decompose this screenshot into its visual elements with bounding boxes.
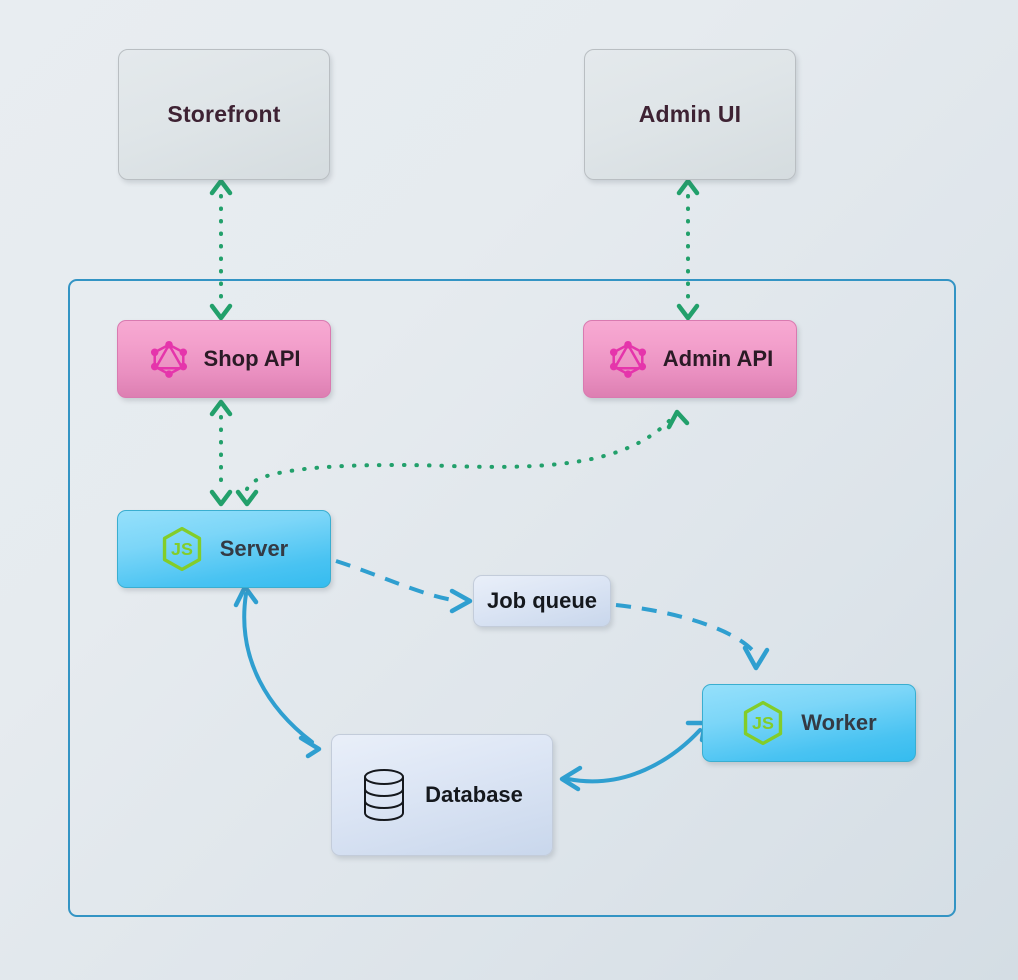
node-server-label: Server xyxy=(219,536,289,561)
node-server[interactable]: JS Server xyxy=(117,510,331,588)
node-worker-label: Worker xyxy=(801,710,877,735)
svg-text:JS: JS xyxy=(752,713,774,733)
node-admin-ui-label: Admin UI xyxy=(638,101,742,127)
node-database[interactable]: Database xyxy=(331,734,553,856)
node-worker[interactable]: JS Worker xyxy=(702,684,916,762)
database-cylinder-icon xyxy=(361,767,407,823)
node-job-queue-label: Job queue xyxy=(487,588,598,613)
arrowhead-up xyxy=(209,178,233,196)
node-job-queue[interactable]: Job queue xyxy=(473,575,611,627)
node-admin-ui[interactable]: Admin UI xyxy=(584,49,796,180)
node-storefront-label: Storefront xyxy=(167,101,281,127)
node-shop-api-label: Shop API xyxy=(203,346,301,371)
graphql-icon xyxy=(148,338,190,380)
node-admin-api-label: Admin API xyxy=(662,346,774,371)
nodejs-icon: JS xyxy=(160,526,204,572)
arrowhead-up xyxy=(676,178,700,196)
node-storefront[interactable]: Storefront xyxy=(118,49,330,180)
nodejs-icon: JS xyxy=(741,700,785,746)
node-shop-api[interactable]: Shop API xyxy=(117,320,331,398)
graphql-icon xyxy=(607,338,649,380)
svg-text:JS: JS xyxy=(171,539,193,559)
node-database-label: Database xyxy=(425,782,523,807)
server-group-container xyxy=(68,279,956,917)
node-admin-api[interactable]: Admin API xyxy=(583,320,797,398)
